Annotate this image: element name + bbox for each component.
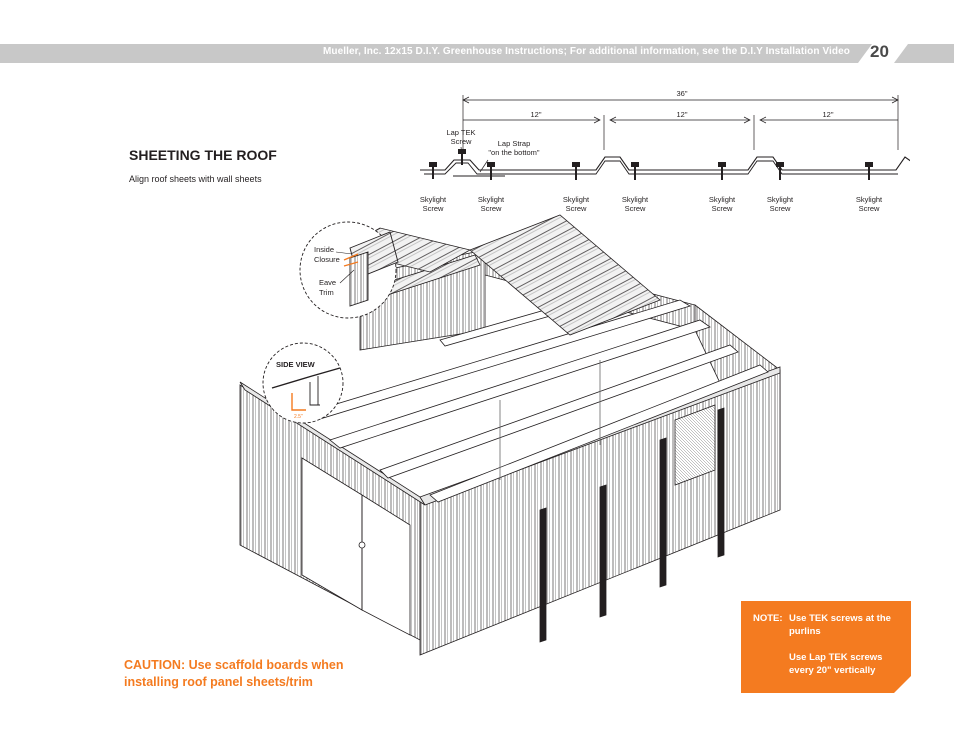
- screw-label: Skylight: [563, 195, 590, 204]
- dim-segment-1: 12": [530, 110, 541, 119]
- header-title: Mueller, Inc. 12x15 D.I.Y. Greenhouse In…: [322, 46, 850, 57]
- inside-closure-label-1: Inside: [314, 245, 334, 254]
- screw-label: Screw: [770, 204, 791, 213]
- screw-label: Screw: [625, 204, 646, 213]
- screw-label: Screw: [859, 204, 880, 213]
- overhang-label: 2.5": [294, 414, 303, 420]
- screw-label: Skylight: [420, 195, 447, 204]
- roof-panel-detail: 36" 12" 12" 12" Lap TEK Screw Lap Strap …: [420, 89, 910, 213]
- section-title: SHEETING THE ROOF: [129, 147, 277, 163]
- note-text: NOTE: Use TEK screws at the purlins Use …: [753, 612, 903, 677]
- dim-total: 36": [676, 89, 687, 98]
- caution-text: CAUTION: Use scaffold boards when instal…: [124, 658, 344, 689]
- lap-tek-label-1: Lap TEK: [446, 128, 475, 137]
- lap-strap-label-1: Lap Strap: [498, 139, 531, 148]
- dim-segment-2: 12": [676, 110, 687, 119]
- screw-label: Screw: [712, 204, 733, 213]
- screw-label: Skylight: [622, 195, 649, 204]
- screw-label: Skylight: [709, 195, 736, 204]
- lap-strap-label-2: "on the bottom": [488, 148, 540, 157]
- dim-segment-3: 12": [822, 110, 833, 119]
- lap-tek-label-2: Screw: [451, 137, 472, 146]
- note-box: [741, 601, 911, 693]
- eave-trim-label-2: Trim: [319, 288, 334, 297]
- inside-closure-label-2: Closure: [314, 255, 340, 264]
- screw-label: Skylight: [856, 195, 883, 204]
- screw-label: Skylight: [478, 195, 505, 204]
- screw-label: Screw: [423, 204, 444, 213]
- note-label: NOTE:: [753, 613, 783, 624]
- header-band: [0, 44, 954, 63]
- section-subtitle: Align roof sheets with wall sheets: [129, 174, 262, 184]
- eave-trim-label-1: Eave: [319, 278, 336, 287]
- note-line-1: Use TEK screws at the purlins: [789, 613, 891, 637]
- screw-label: Screw: [481, 204, 502, 213]
- page-number: 20: [870, 42, 889, 61]
- screw-label: Screw: [566, 204, 587, 213]
- screw-label: Skylight: [767, 195, 794, 204]
- note-line-2: Use Lap TEK screws every 20" vertically: [789, 652, 883, 676]
- side-view-label: SIDE VIEW: [276, 360, 316, 369]
